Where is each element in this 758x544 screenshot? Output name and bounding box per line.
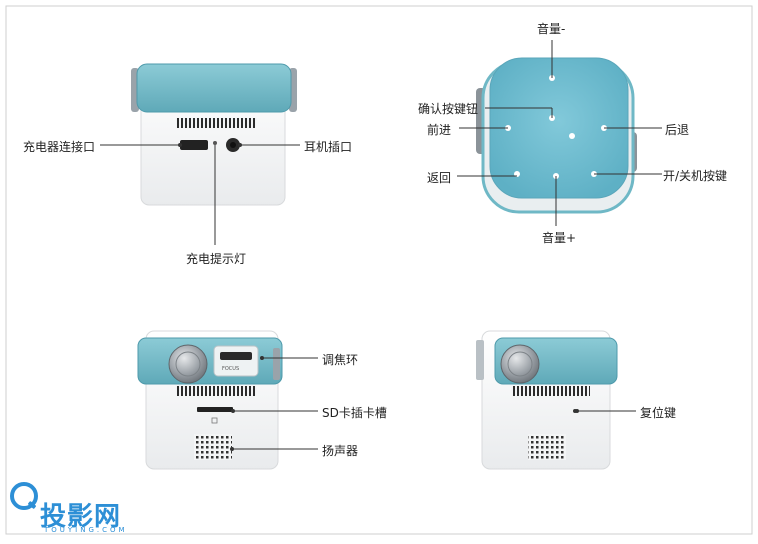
charge-light [213, 141, 217, 145]
label-speaker: 扬声器 [322, 444, 359, 458]
label-charger-port: 充电器连接口 [23, 140, 96, 154]
sd-slot [197, 407, 233, 412]
label-volume-down: 音量- [537, 22, 566, 36]
label-back-step: 后退 [665, 123, 690, 137]
leader-lines [100, 40, 662, 451]
label-focus-ring: 调焦环 [322, 353, 359, 367]
charger-port [180, 140, 208, 150]
label-reset-key: 复位键 [640, 406, 677, 420]
label-confirm-key: 确认按键钮 [418, 102, 479, 116]
focus-text: FOCUS [222, 366, 239, 372]
focus-ring-slot [220, 352, 252, 360]
side-knob [500, 344, 540, 384]
watermark-logo [10, 482, 38, 510]
label-volume-up: 音量+ [542, 231, 577, 245]
focus-knob [168, 344, 208, 384]
device-front-view [137, 330, 283, 470]
speaker-grill [194, 434, 232, 460]
label-power-key: 开/关机按键 [663, 169, 728, 183]
label-charge-light: 充电提示灯 [186, 252, 247, 266]
watermark-domain: TOUYING.COM [44, 526, 128, 534]
confirm-dot-2 [569, 133, 575, 139]
label-headphone-jack: 耳机插口 [304, 140, 353, 154]
label-sd-slot: SD卡插卡槽 [322, 406, 387, 420]
watermark-name: 投影网 [40, 502, 122, 532]
label-forward: 前进 [427, 123, 452, 137]
device-back-view [131, 63, 297, 206]
device-side-view [476, 330, 618, 470]
label-return: 返回 [427, 171, 452, 185]
diagram-frame [5, 5, 753, 535]
